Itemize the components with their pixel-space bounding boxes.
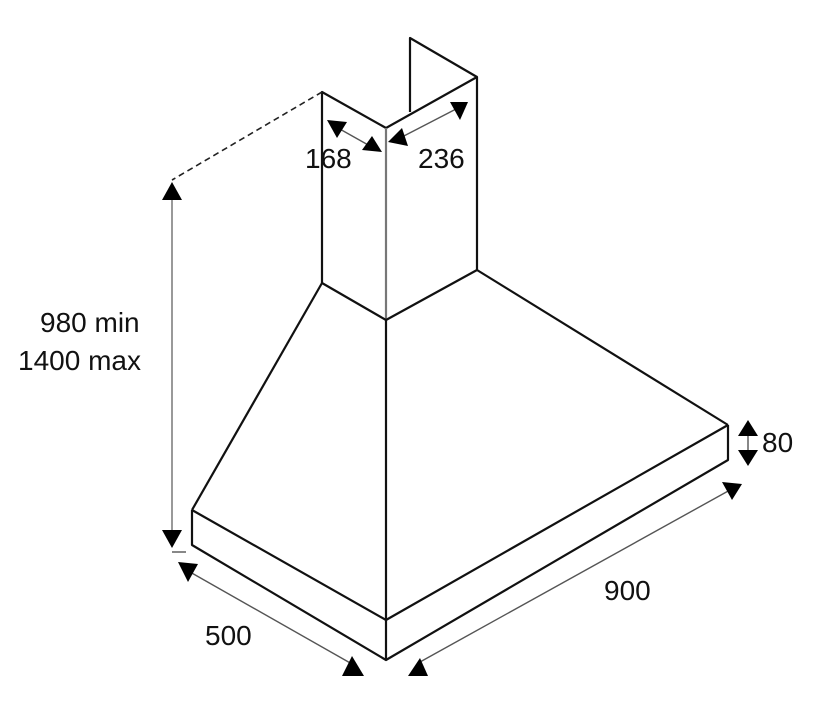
chimney-depth-label: 168 — [305, 143, 352, 174]
arrow-down-icon — [162, 530, 182, 548]
arrow-up-icon — [162, 182, 182, 200]
height-max-label: 1400 max — [18, 345, 141, 376]
canopy-thickness-label: 80 — [762, 427, 793, 458]
depth-dimension — [178, 562, 364, 676]
depth-label: 500 — [205, 620, 252, 651]
chimney — [320, 36, 479, 322]
chimney-width-label: 236 — [418, 143, 465, 174]
chimney-depth-dimension — [327, 120, 382, 152]
chimney-width-dimension — [388, 102, 468, 146]
height-min-label: 980 min — [40, 307, 140, 338]
width-dimension — [408, 482, 742, 676]
canopy-thickness-dimension — [738, 420, 758, 466]
height-dimension — [162, 182, 186, 553]
dashed-reference-line — [171, 91, 323, 181]
canopy — [190, 269, 730, 662]
width-label: 900 — [604, 575, 651, 606]
